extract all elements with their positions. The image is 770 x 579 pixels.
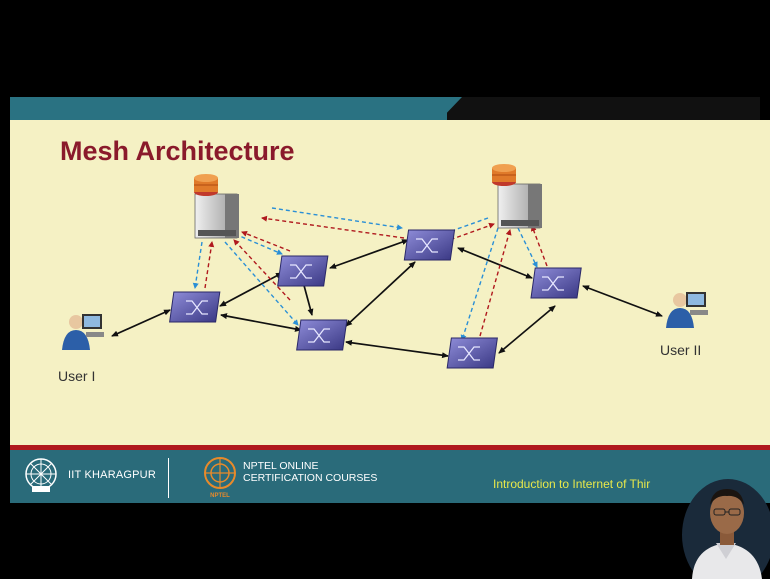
response-flow: [530, 225, 548, 267]
response-flow: [241, 231, 291, 252]
nptel-courses-text: NPTEL ONLINE CERTIFICATION COURSES: [243, 460, 377, 484]
request-flow: [192, 241, 203, 289]
request-flow: [234, 233, 283, 255]
nptel-line-1: NPTEL ONLINE: [243, 460, 319, 472]
request-flow: [224, 241, 299, 326]
switch-icon: [403, 229, 456, 261]
link: [345, 339, 449, 359]
request-flow: [517, 227, 538, 268]
user-computer-icon: [666, 292, 708, 328]
server-icon: [492, 164, 542, 229]
header-band: [10, 97, 465, 120]
request-flow: [442, 217, 489, 236]
header-band-notch: [440, 97, 462, 120]
response-flow: [204, 241, 215, 289]
user-computer-icon: [62, 314, 104, 350]
iit-emblem-icon: [25, 458, 57, 492]
switch-icon: [530, 267, 582, 299]
bottom-band: [10, 503, 770, 579]
response-flow: [261, 215, 405, 239]
slide-title: Mesh Architecture: [60, 136, 295, 166]
request-flow: [460, 227, 499, 341]
link: [329, 239, 409, 269]
switch-icon: [277, 255, 329, 287]
link: [111, 309, 171, 337]
link: [345, 261, 416, 327]
switch-icon: [446, 337, 498, 369]
header-band-dark: [447, 97, 760, 120]
server-icon: [194, 174, 239, 239]
link: [582, 285, 663, 317]
nptel-logo-icon: NPTEL: [204, 457, 236, 499]
mesh-diagram: [62, 164, 708, 369]
user-label: User II: [660, 342, 702, 358]
link: [219, 272, 283, 307]
response-flow: [479, 229, 512, 337]
footer-bar: [10, 450, 770, 503]
user-label: User I: [58, 368, 96, 384]
footer-separator: [168, 458, 169, 498]
switch-icon: [169, 291, 221, 323]
link: [498, 305, 556, 354]
switch-icon: [296, 319, 348, 351]
footer-divider: [10, 445, 770, 450]
request-flow: [271, 207, 403, 231]
course-title: Introduction to Internet of Thir: [493, 477, 651, 491]
nptel-line-2: CERTIFICATION COURSES: [243, 472, 378, 484]
presenter-video: [682, 479, 770, 579]
institute-name: IIT KHARAGPUR: [68, 469, 156, 481]
link: [220, 313, 302, 332]
nptel-badge-text: NPTEL: [210, 493, 230, 499]
link: [457, 247, 533, 279]
